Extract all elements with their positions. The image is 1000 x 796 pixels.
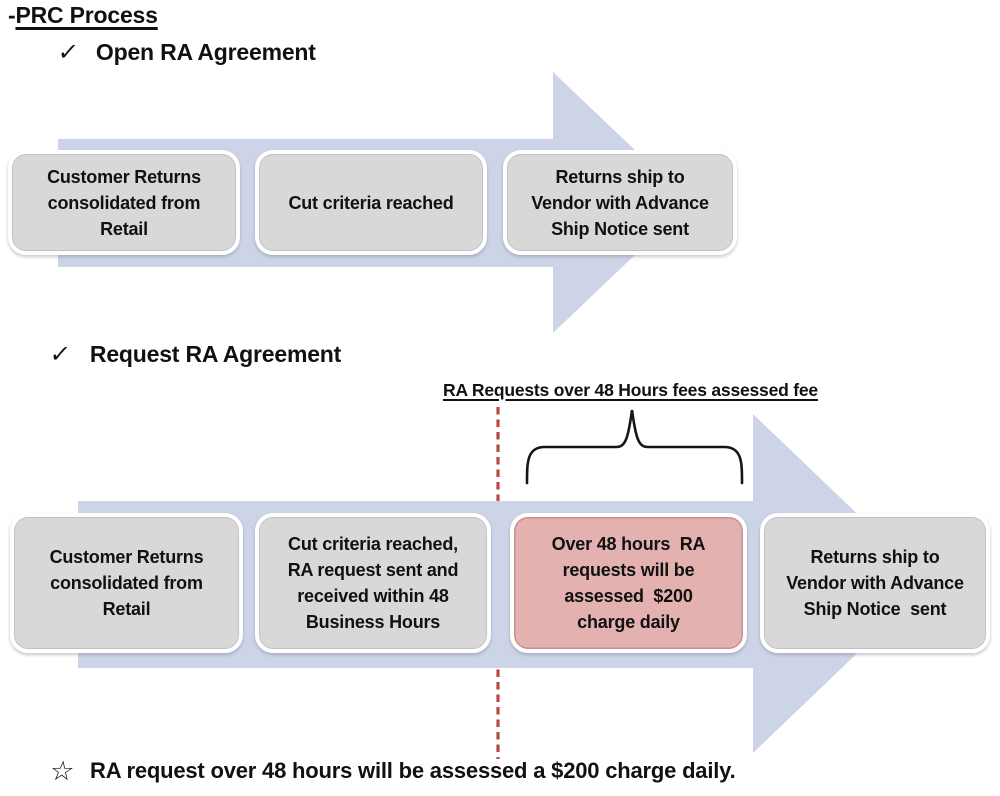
page-title-text: PRC Process: [15, 2, 158, 28]
process-step: Returns ship to Vendor with Advance Ship…: [760, 513, 990, 653]
section-heading-label: Request RA Agreement: [89, 341, 342, 367]
process-step: Customer Returns consolidated from Retai…: [10, 513, 243, 653]
footer-note-text: RA request over 48 hours will be assesse…: [90, 758, 736, 783]
process-step: Cut criteria reached: [255, 150, 487, 255]
page-title: -PRC Process: [8, 2, 158, 29]
footer-note: ☆ RA request over 48 hours will be asses…: [48, 754, 736, 786]
section-heading-request-ra: ✓ Request RA Agreement: [48, 340, 342, 369]
fee-annotation-label: RA Requests over 48 Hours fees assessed …: [443, 380, 818, 400]
process-step: Customer Returns consolidated from Retai…: [8, 150, 240, 255]
section-heading-open-ra: ✓ Open RA Agreement: [56, 38, 316, 67]
checkmark-icon: ✓: [48, 341, 72, 368]
section-heading-label: Open RA Agreement: [95, 39, 316, 65]
process-step-fee-highlight: Over 48 hours RA requests will be assess…: [510, 513, 747, 653]
checkmark-icon: ✓: [56, 39, 80, 66]
process-step: Returns ship to Vendor with Advance Ship…: [503, 150, 737, 255]
page-title-prefix: -: [8, 2, 16, 28]
curly-brace-icon: [525, 409, 744, 485]
star-icon: ☆: [48, 756, 76, 786]
process-step: Cut criteria reached, RA request sent an…: [255, 513, 491, 653]
